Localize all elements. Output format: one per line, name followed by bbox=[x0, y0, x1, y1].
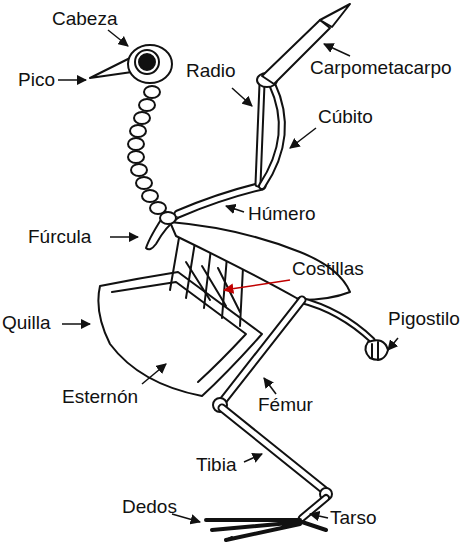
part-label: Pico bbox=[18, 69, 55, 91]
toe-bones bbox=[206, 520, 326, 540]
part-label: Carpometacarpo bbox=[310, 57, 452, 79]
leader-line bbox=[388, 338, 398, 350]
leader-line bbox=[244, 454, 262, 462]
sternum-edge bbox=[112, 282, 246, 382]
pygostyle-ridges bbox=[372, 342, 378, 360]
leader-line bbox=[290, 128, 316, 148]
part-label: Tarso bbox=[330, 507, 376, 529]
part-label: Dedos bbox=[122, 496, 177, 518]
leader-line bbox=[226, 206, 244, 212]
part-label: Fémur bbox=[258, 394, 313, 416]
part-label: Pigostilo bbox=[388, 308, 460, 330]
beak-bone bbox=[90, 58, 132, 78]
part-label: Fúrcula bbox=[28, 226, 91, 248]
tail-vertebrae bbox=[300, 300, 372, 340]
leader-line bbox=[232, 88, 252, 106]
leader-line bbox=[108, 30, 128, 46]
leader-line bbox=[110, 236, 138, 238]
leader-line bbox=[142, 364, 166, 384]
leader-line bbox=[310, 514, 328, 518]
toe-claws bbox=[206, 520, 232, 540]
radius-fill bbox=[258, 84, 262, 184]
part-label: Tibia bbox=[196, 454, 236, 476]
eye-socket bbox=[139, 54, 155, 70]
leader-line bbox=[264, 378, 276, 394]
part-label: Cabeza bbox=[52, 8, 118, 30]
part-label: Esternón bbox=[62, 386, 138, 408]
leader-line bbox=[324, 44, 350, 56]
part-label: Costillas bbox=[292, 258, 364, 280]
tibia-bone bbox=[222, 408, 324, 490]
digit-bone bbox=[320, 4, 350, 27]
leader-line-red bbox=[224, 280, 290, 290]
leader-line bbox=[62, 323, 90, 325]
part-label: Cúbito bbox=[318, 106, 373, 128]
part-label: Quilla bbox=[2, 312, 51, 334]
furcula-bone bbox=[146, 212, 178, 249]
skull-bone bbox=[128, 45, 172, 83]
radius-bone bbox=[258, 84, 262, 184]
femur-fill bbox=[222, 300, 302, 402]
pygostyle-bone bbox=[365, 340, 388, 360]
rib-lines bbox=[186, 262, 240, 312]
ulna-fill bbox=[262, 84, 282, 186]
femur-bone bbox=[222, 300, 302, 402]
neck-vertebrae bbox=[128, 86, 176, 224]
part-label: Radio bbox=[186, 60, 236, 82]
part-label: Húmero bbox=[248, 203, 316, 225]
tail-vertebrae-fill bbox=[300, 300, 372, 340]
ulna-bone bbox=[262, 84, 282, 186]
tibia-fill bbox=[222, 408, 324, 490]
eye-orbit bbox=[135, 50, 159, 74]
leader-line bbox=[58, 79, 86, 81]
leader-lines bbox=[58, 30, 398, 522]
